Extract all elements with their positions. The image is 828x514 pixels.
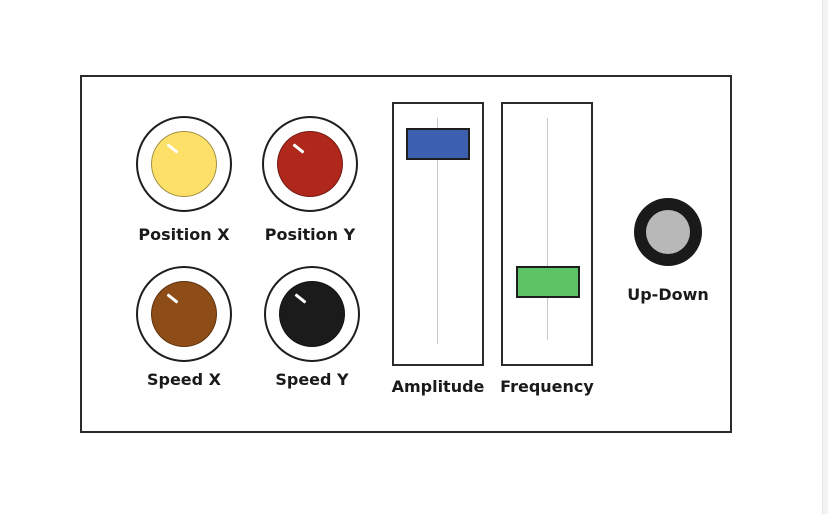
knob-position-x[interactable] xyxy=(136,116,232,212)
button-label-up-down: Up-Down xyxy=(627,285,709,304)
slider-handle[interactable] xyxy=(406,127,470,160)
slider-track xyxy=(547,118,548,340)
knob-cap xyxy=(151,131,217,197)
window-edge-shade xyxy=(823,0,828,514)
knob-label-speed-x: Speed X xyxy=(146,370,222,389)
slider-track xyxy=(437,118,438,344)
button-face xyxy=(646,210,690,254)
slider-handle[interactable] xyxy=(516,266,580,299)
knob-speed-y[interactable] xyxy=(264,266,360,362)
slider-amplitude[interactable] xyxy=(392,102,484,366)
knob-cap xyxy=(277,131,343,197)
knob-label-speed-y: Speed Y xyxy=(275,370,349,389)
up-down-button[interactable] xyxy=(634,198,702,266)
knob-label-position-x: Position X xyxy=(138,225,230,244)
knob-label-position-y: Position Y xyxy=(264,225,356,244)
slider-frequency[interactable] xyxy=(501,102,593,366)
knob-speed-x[interactable] xyxy=(136,266,232,362)
slider-label-frequency: Frequency xyxy=(500,377,594,396)
knob-cap xyxy=(151,281,217,347)
window-edge-line xyxy=(822,0,823,514)
knob-position-y[interactable] xyxy=(262,116,358,212)
knob-cap xyxy=(279,281,345,347)
slider-label-amplitude: Amplitude xyxy=(391,377,485,396)
